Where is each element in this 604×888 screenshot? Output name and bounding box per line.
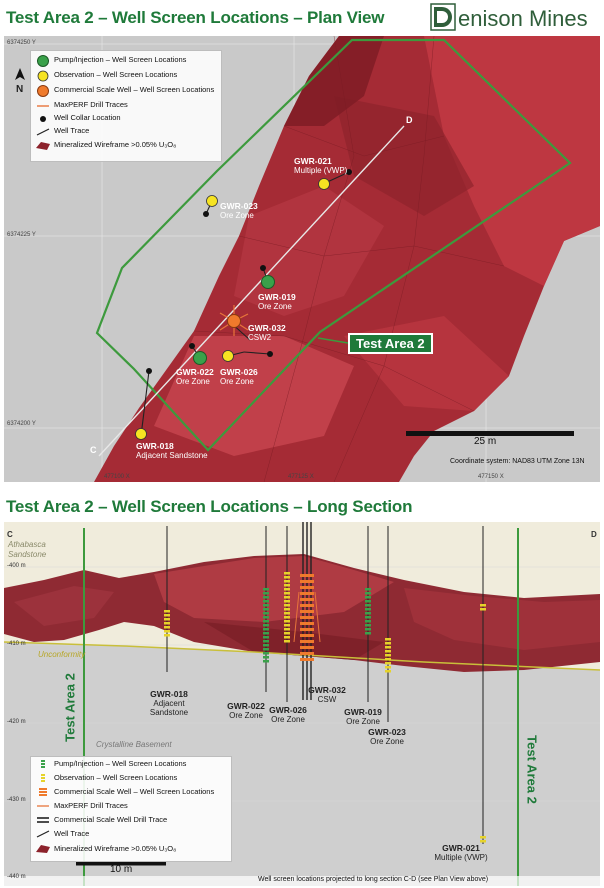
section-test-area-right: Test Area 2 xyxy=(524,735,540,804)
legend-row-wireframe: Mineralized Wireframe >0.05% U₃O₈ xyxy=(35,140,176,151)
unconformity-label: Unconformity xyxy=(38,650,86,659)
well-gwr-026-marker xyxy=(222,350,234,362)
north-label: N xyxy=(16,84,24,95)
section-legend-commercial-trace: Commercial Scale Well Drill Trace xyxy=(37,815,168,824)
well-gwr-019-marker xyxy=(261,275,275,289)
section-legend-observation: Observation – Well Screen Locations xyxy=(35,773,177,783)
section-point-d: D xyxy=(591,530,597,539)
section-legend-wireframe: Mineralized Wireframe >0.05% U₃O₈ xyxy=(35,844,176,854)
basement-label: Crystalline Basement xyxy=(96,740,172,749)
coord-y-6374250: 6374250 Y xyxy=(7,40,36,46)
well-gwr-032-marker xyxy=(227,314,241,328)
well-gwr-021-marker xyxy=(318,178,330,190)
long-section-title: Test Area 2 – Well Screen Locations – Lo… xyxy=(6,497,413,516)
plan-view-drawing xyxy=(4,36,600,482)
plan-view-title: Test Area 2 – Well Screen Locations – Pl… xyxy=(6,8,385,27)
coord-y-6374225: 6374225 Y xyxy=(7,232,36,238)
plan-point-d: D xyxy=(406,115,413,125)
depth-440: -440 m xyxy=(7,874,26,880)
coord-x-477125: 477125 X xyxy=(288,474,314,480)
section-legend-maxperf: MaxPERF Drill Traces xyxy=(37,801,128,810)
plan-point-c: C xyxy=(90,445,97,455)
coord-y-6374200: 6374200 Y xyxy=(7,421,36,427)
section-legend-well-trace: Well Trace xyxy=(35,829,89,839)
legend-row-commercial: Commercial Scale Well – Well Screen Loca… xyxy=(35,85,214,98)
depth-400: -400 m xyxy=(7,563,26,569)
coord-x-477100: 477100 X xyxy=(104,474,130,480)
well-gwr-018-marker xyxy=(135,428,147,440)
legend-row-observation: Observation – Well Screen Locations xyxy=(35,70,177,82)
legend-row-collar: Well Collar Location xyxy=(35,113,121,123)
section-point-c: C xyxy=(7,530,13,539)
coordinate-system-note: Coordinate system: NAD83 UTM Zone 13N xyxy=(450,458,585,465)
legend-row-pump: Pump/Injection – Well Screen Locations xyxy=(35,55,186,68)
section-legend-commercial: Commercial Scale Well – Well Screen Loca… xyxy=(35,787,214,797)
section-scale-bar xyxy=(76,862,166,866)
coord-x-477150: 477150 X xyxy=(478,474,504,480)
plan-legend: Pump/Injection – Well Screen Locations O… xyxy=(30,50,222,162)
plan-scale-label: 25 m xyxy=(474,436,497,447)
well-gwr-023-marker xyxy=(206,195,218,207)
legend-row-maxperf: MaxPERF Drill Traces xyxy=(37,100,128,109)
section-legend: Pump/Injection – Well Screen Locations O… xyxy=(30,756,232,862)
legend-row-well-trace: Well Trace xyxy=(35,126,89,136)
north-arrow-icon xyxy=(13,68,27,98)
long-section-map: C D Athabasca Sandstone Unconformity Cry… xyxy=(4,522,600,886)
section-test-area-left: Test Area 2 xyxy=(62,673,78,742)
section-footnote: Well screen locations projected to long … xyxy=(258,876,489,883)
depth-420: -420 m xyxy=(7,719,26,725)
well-gwr-022-marker xyxy=(193,351,207,365)
section-legend-pump: Pump/Injection – Well Screen Locations xyxy=(35,759,186,769)
denison-logo: enison Mines xyxy=(430,3,598,33)
depth-410: -410 m xyxy=(7,641,26,647)
plan-scale-bar xyxy=(406,431,574,436)
athabasca-label: Athabasca Sandstone xyxy=(8,540,47,559)
section-scale-label: 10 m xyxy=(110,864,133,875)
plan-test-area-label: Test Area 2 xyxy=(348,333,433,354)
plan-view-map: 6374250 Y 6374225 Y 6374200 Y 477100 X 4… xyxy=(4,36,600,482)
depth-430: -430 m xyxy=(7,797,26,803)
denison-logo-icon xyxy=(430,3,456,31)
denison-logo-text: enison Mines xyxy=(458,6,588,31)
